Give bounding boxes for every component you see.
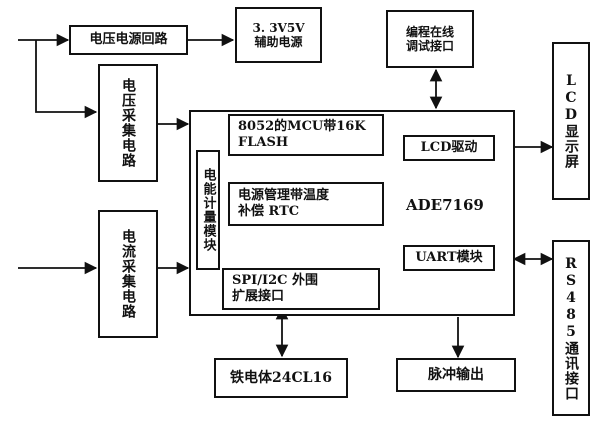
eeprom-box: 铁电体24CL16 (214, 358, 348, 398)
uart-module-box: UART模块 (403, 245, 495, 271)
aux-power-box: 3. 3V5V 辅助电源 (235, 7, 322, 63)
current-sampling-box: 电流采集电路 (98, 210, 158, 338)
voltage-sampling-box: 电压采集电路 (98, 64, 158, 182)
lcd-screen-box: LCD显示屏 (552, 42, 590, 200)
voltage-source-circuit-box: 电压电源回路 (69, 25, 188, 55)
chip-name-label: ADE7169 (406, 196, 484, 214)
debug-interface-box: 编程在线 调试接口 (386, 10, 474, 68)
power-mgmt-box: 电源管理带温度 补偿 RTC (228, 182, 384, 226)
pulse-output-box: 脉冲输出 (396, 358, 516, 392)
branch-to-voltage-sampling (35, 40, 98, 119)
rs485-box: RS485通讯接口 (552, 240, 590, 416)
lcd-driver-box: LCD驱动 (403, 135, 495, 161)
spi-i2c-box: SPI/I2C 外围 扩展接口 (222, 268, 380, 310)
energy-module-box: 电能计量模块 (196, 150, 220, 270)
mcu-box: 8052的MCU带16K FLASH (228, 114, 384, 156)
